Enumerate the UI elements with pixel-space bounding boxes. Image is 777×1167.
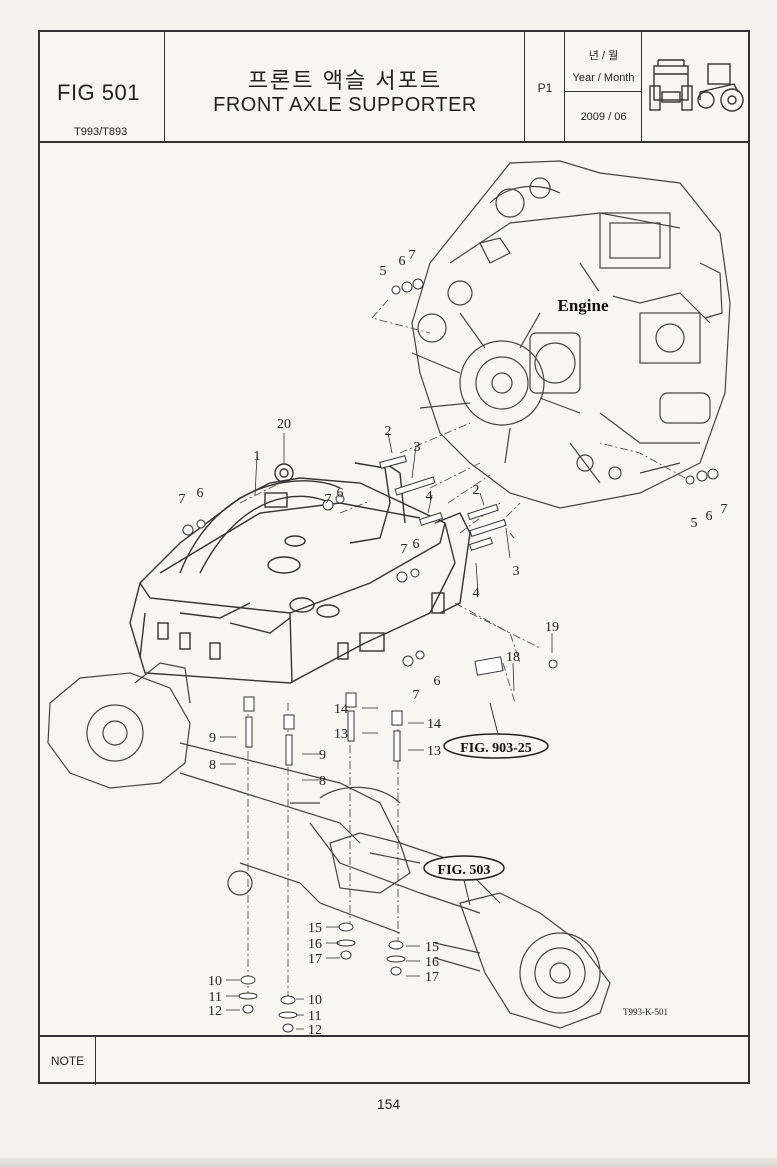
callout-10-right: 10 xyxy=(308,993,322,1008)
page-code: P1 xyxy=(537,81,553,95)
callout-6-right: 6 xyxy=(413,537,420,552)
callout-14-left: 14 xyxy=(334,702,348,717)
bolts-upper xyxy=(182,278,719,676)
callout-7-low: 7 xyxy=(413,688,420,703)
assembly-leaders xyxy=(239,299,686,1003)
header-table: FIG 501 T993/T893 프론트 액슬 서포트 FRONT AXLE … xyxy=(40,32,748,143)
callout-7-mid: 7 xyxy=(325,492,332,507)
callout-16-left: 16 xyxy=(308,937,322,952)
title-english: FRONT AXLE SUPPORTER xyxy=(213,94,477,116)
callout-20: 20 xyxy=(277,417,291,432)
callout-3-upper: 3 xyxy=(414,440,421,455)
callout-6-mid: 6 xyxy=(337,486,344,501)
ref-fig-903-25-label: FIG. 903-25 xyxy=(460,741,532,756)
callout-12-left: 12 xyxy=(208,1004,222,1019)
callout-2-lower: 2 xyxy=(473,483,480,498)
callout-16-right: 16 xyxy=(425,955,439,970)
scan-edge xyxy=(0,1158,777,1167)
engine-label: Engine xyxy=(557,296,608,315)
callout-6-engine: 6 xyxy=(706,509,713,524)
callout-numbers: 20 1 2 3 4 2 3 4 5 6 7 7 6 7 6 7 6 7 6 5… xyxy=(179,248,728,1035)
engine-label-bg xyxy=(553,291,613,317)
callout-17-right: 17 xyxy=(425,970,439,985)
page-code-cell: P1 xyxy=(525,32,565,141)
date-label-korean: 년 / 월 xyxy=(588,50,619,62)
callout-13-left: 13 xyxy=(334,727,348,742)
date-label: Year / Month xyxy=(572,72,635,84)
date-divider xyxy=(565,91,642,92)
ref-fig-903-25: FIG. 903-25 xyxy=(443,702,549,759)
studs-lower xyxy=(238,692,406,1033)
tractor-icon xyxy=(649,59,744,112)
ref-fig-503-label: FIG. 503 xyxy=(438,863,491,878)
ref-fig-503: FIG. 503 xyxy=(423,855,505,906)
note-row: NOTE xyxy=(40,1035,748,1085)
callout-9-left: 9 xyxy=(209,731,216,746)
icon-cell xyxy=(642,32,748,141)
callout-11-left: 11 xyxy=(209,990,222,1005)
callout-5-top: 5 xyxy=(380,264,387,279)
callout-9-right: 9 xyxy=(319,748,326,763)
drawing-code: T993-K-501 xyxy=(623,1007,668,1017)
callout-15-left: 15 xyxy=(308,921,322,936)
callout-12-right: 12 xyxy=(308,1023,322,1035)
callout-6-left: 6 xyxy=(197,486,204,501)
callout-13-right: 13 xyxy=(427,744,441,759)
callout-7-left: 7 xyxy=(179,492,186,507)
callout-15-right: 15 xyxy=(425,940,439,955)
callout-7-engine: 7 xyxy=(721,502,728,517)
title-korean: 프론트 액슬 서포트 xyxy=(247,68,443,93)
model-code: T993/T893 xyxy=(74,126,128,138)
callout-8-left: 8 xyxy=(209,758,216,773)
date-cell: 년 / 월 Year / Month 2009 / 06 xyxy=(565,32,642,141)
callout-8-right: 8 xyxy=(319,774,326,789)
callout-17-left: 17 xyxy=(308,952,322,967)
engine-block xyxy=(411,160,731,509)
callout-leaders xyxy=(220,432,553,1030)
callout-18: 18 xyxy=(506,650,520,665)
callout-4-lower: 4 xyxy=(473,586,480,601)
callout-19: 19 xyxy=(545,620,559,635)
callout-4-upper: 4 xyxy=(426,489,433,504)
callout-5-engine: 5 xyxy=(691,516,698,531)
callout-6-low: 6 xyxy=(434,674,441,689)
date-value: 2009 / 06 xyxy=(580,111,627,123)
callout-10-left: 10 xyxy=(208,974,222,989)
fig-cell: FIG 501 T993/T893 xyxy=(40,32,165,141)
callout-2-upper: 2 xyxy=(385,424,392,439)
parts-catalog-sheet: FIG 501 T993/T893 프론트 액슬 서포트 FRONT AXLE … xyxy=(38,30,750,1085)
exploded-parts-drawing: Engine xyxy=(47,160,731,1035)
callout-14-right: 14 xyxy=(427,717,441,732)
note-label: NOTE xyxy=(40,1037,96,1085)
fig-number: FIG 501 xyxy=(57,80,140,105)
callout-1: 1 xyxy=(254,449,261,464)
callout-3-lower: 3 xyxy=(513,564,520,579)
title-cell: 프론트 액슬 서포트 FRONT AXLE SUPPORTER xyxy=(165,32,525,141)
callout-7-top: 7 xyxy=(409,248,416,263)
callout-6-top: 6 xyxy=(399,254,406,269)
callout-7-right: 7 xyxy=(401,542,408,557)
callout-11-right: 11 xyxy=(308,1009,321,1024)
page-number: 154 xyxy=(376,1096,401,1112)
front-axle-assembly xyxy=(47,662,611,1029)
